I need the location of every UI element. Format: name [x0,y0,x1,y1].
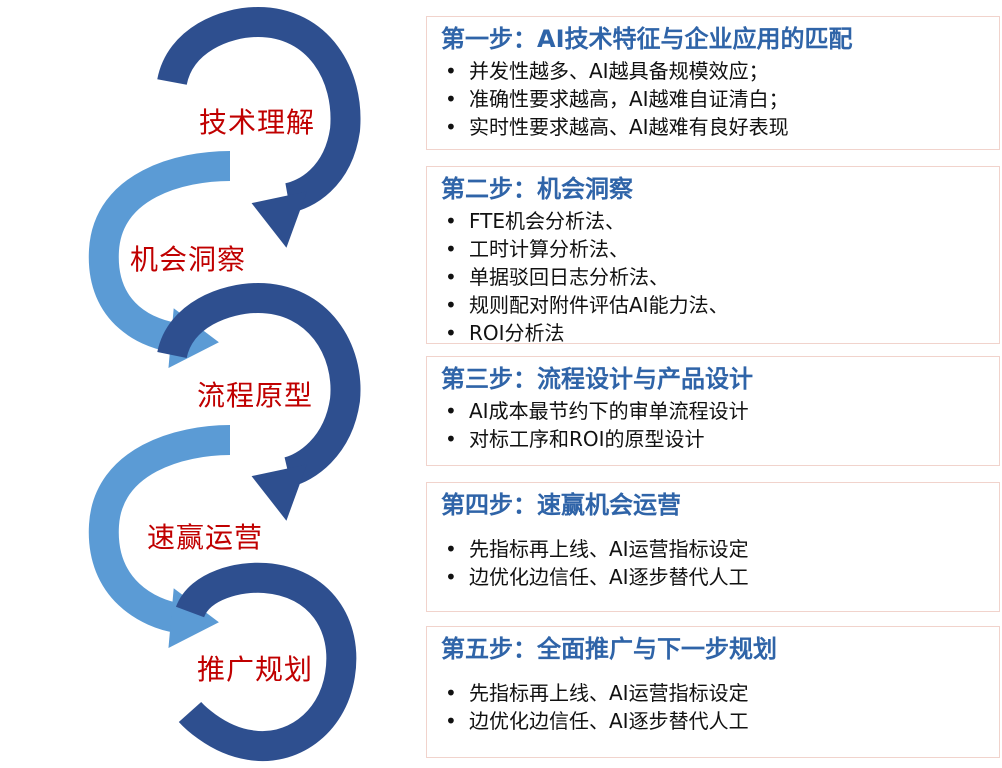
bullet-item: 对标工序和ROI的原型设计 [441,425,999,453]
arrow-rollout-planning [175,562,357,762]
arrow-body [157,6,361,213]
bullet-item: 规则配对附件评估AI能力法、 [441,291,999,319]
step-box-2: 第二步：机会洞察 FTE机会分析法、 工时计算分析法、 单据驳回日志分析法、 规… [426,166,1000,347]
step-box-4: 第四步：速赢机会运营 先指标再上线、AI运营指标设定 边优化边信任、AI逐步替代… [426,482,1000,612]
arrowhead [251,464,307,521]
bullet-item: 边优化边信任、AI逐步替代人工 [441,563,999,591]
bullet-item: 先指标再上线、AI运营指标设定 [441,535,999,563]
step-title: 第三步：流程设计与产品设计 [441,365,753,393]
stage-label-process-prototype: 流程原型 [196,379,314,412]
step-box-1: 第一步：AI技术特征与企业应用的匹配 并发性越多、AI越具备规模效应； 准确性要… [426,16,1000,150]
bullet-item: 并发性越多、AI越具备规模效应； [441,57,999,85]
bullet-item: 实时性要求越高、AI越难有良好表现 [441,113,999,141]
arrow-body [88,151,231,353]
process-arrow-chain [88,6,361,762]
step-bullet-list: AI成本最节约下的审单流程设计 对标工序和ROI的原型设计 [441,397,999,453]
bullet-item: FTE机会分析法、 [441,207,999,235]
step-box-5: 第五步：全面推广与下一步规划 先指标再上线、AI运营指标设定 边优化边信任、AI… [426,626,1000,758]
step-bullet-list: 先指标再上线、AI运营指标设定 边优化边信任、AI逐步替代人工 [441,679,999,735]
step-box-3: 第三步：流程设计与产品设计 AI成本最节约下的审单流程设计 对标工序和ROI的原… [426,356,1000,466]
step-title: 第四步：速赢机会运营 [441,491,681,519]
bullet-item: 工时计算分析法、 [441,235,999,263]
arrow-body [157,282,361,487]
bullet-item: 先指标再上线、AI运营指标设定 [441,679,999,707]
arrow-body [88,425,231,633]
stage-label-quick-win-ops: 速赢运营 [146,521,264,554]
bullet-item: 边优化边信任、AI逐步替代人工 [441,707,999,735]
stage-label-rollout-planning: 推广规划 [196,653,314,686]
step-title: 第一步：AI技术特征与企业应用的匹配 [441,25,853,53]
step-title: 第二步：机会洞察 [441,175,633,203]
bullet-item: ROI分析法 [441,319,999,347]
bullet-item: AI成本最节约下的审单流程设计 [441,397,999,425]
arrowhead [251,191,307,248]
arrow-tech-understanding [157,6,361,248]
bullet-item: 单据驳回日志分析法、 [441,263,999,291]
stage-label-tech-understanding: 技术理解 [198,106,316,139]
arrow-body [175,562,357,762]
step-bullet-list: 并发性越多、AI越具备规模效应； 准确性要求越高，AI越难自证清白； 实时性要求… [441,57,999,141]
stage-label-opportunity-insight: 机会洞察 [129,243,247,276]
bullet-item: 准确性要求越高，AI越难自证清白； [441,85,999,113]
step-bullet-list: 先指标再上线、AI运营指标设定 边优化边信任、AI逐步替代人工 [441,535,999,591]
step-title: 第五步：全面推广与下一步规划 [441,635,777,663]
arrow-process-prototype [157,282,361,521]
step-bullet-list: FTE机会分析法、 工时计算分析法、 单据驳回日志分析法、 规则配对附件评估AI… [441,207,999,347]
